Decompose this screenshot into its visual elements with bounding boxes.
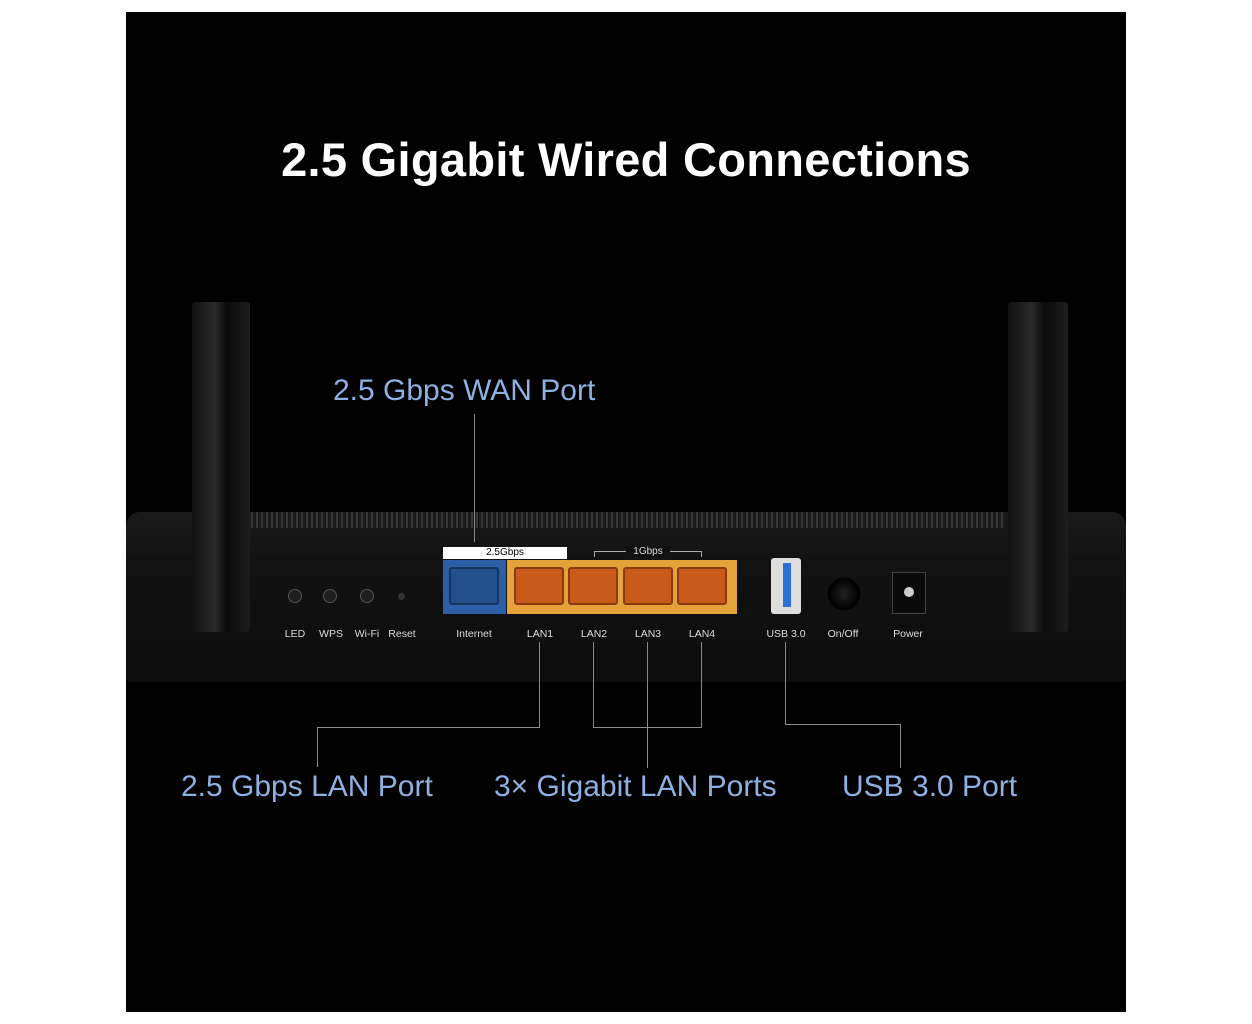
wifi-label: Wi-Fi	[354, 628, 380, 640]
router-grille	[246, 512, 1006, 528]
power-jack	[892, 572, 926, 614]
gig-callout-line-4	[701, 642, 702, 728]
power-label: Power	[893, 628, 923, 640]
led-label: LED	[284, 628, 306, 640]
lan2-label: LAN2	[580, 628, 608, 640]
lan25-callout-line	[539, 642, 540, 728]
lan25-callout-line-drop	[317, 727, 318, 767]
gigabit-callout: 3× Gigabit LAN Ports	[494, 770, 777, 803]
usb-label: USB 3.0	[766, 628, 806, 640]
wan-callout: 2.5 Gbps WAN Port	[333, 374, 596, 407]
antenna-left-base	[192, 512, 250, 632]
usb-callout: USB 3.0 Port	[842, 770, 1018, 803]
internet-label: Internet	[456, 628, 492, 640]
wan-speed-label: 2.5Gbps	[443, 547, 567, 559]
gig-callout-line-3	[647, 642, 648, 768]
usb-port	[771, 558, 801, 614]
wifi-button	[360, 589, 374, 603]
onoff-label: On/Off	[827, 628, 859, 640]
wan-callout-line	[474, 414, 475, 542]
product-panel: 2.5 Gigabit Wired Connections 2.5Gbps 1G…	[126, 12, 1126, 1012]
gig-callout-line-2	[593, 642, 594, 728]
internet-port	[449, 567, 499, 605]
lan4-port	[677, 567, 727, 605]
reset-label: Reset	[388, 628, 416, 640]
usb-callout-line-h	[785, 724, 901, 725]
antenna-right-base	[1008, 512, 1068, 632]
reset-hole	[398, 593, 405, 600]
page-title: 2.5 Gigabit Wired Connections	[281, 133, 971, 186]
led-button	[288, 589, 302, 603]
onoff-switch	[826, 576, 862, 612]
usb-callout-line-drop	[900, 724, 901, 768]
lan2-port	[568, 567, 618, 605]
wps-button	[323, 589, 337, 603]
lan4-label: LAN4	[688, 628, 716, 640]
wps-label: WPS	[319, 628, 343, 640]
lan1-label: LAN1	[526, 628, 554, 640]
lan3-label: LAN3	[634, 628, 662, 640]
lan25-callout-line-h	[317, 727, 540, 728]
lan3-port	[623, 567, 673, 605]
lan25-callout: 2.5 Gbps LAN Port	[181, 770, 433, 803]
lan-speed-label: 1Gbps	[626, 546, 670, 557]
lan1-port	[514, 567, 564, 605]
usb-callout-line	[785, 642, 786, 725]
gig-callout-line-h	[593, 727, 702, 728]
